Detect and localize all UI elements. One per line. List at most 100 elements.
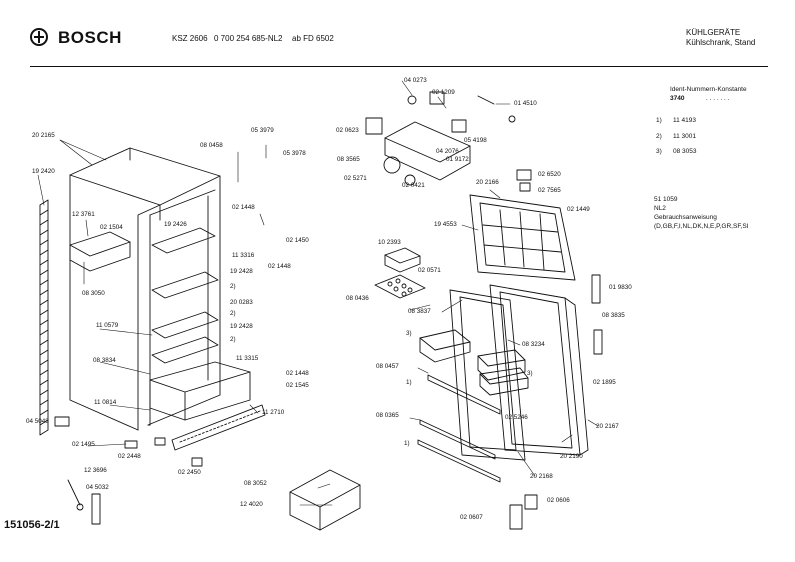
- header-divider: [30, 66, 768, 67]
- part-label: 3): [527, 370, 533, 377]
- part-label: 01 4510: [514, 100, 537, 107]
- part-label: 05 3979: [251, 127, 274, 134]
- part-label: 04 5048: [26, 418, 49, 425]
- part-label: 08 0436: [346, 295, 369, 302]
- gasket-strip: [39, 199, 49, 436]
- part-label: 08 3837: [408, 308, 431, 315]
- part-label: 08 3050: [82, 290, 105, 297]
- part-label: 1): [404, 440, 410, 447]
- part-label: 20 2168: [530, 473, 553, 480]
- manual-number: 51 1059: [654, 196, 678, 203]
- shelves: [151, 227, 219, 364]
- ident-title: Ident-Nummern-Konstante: [670, 86, 747, 93]
- part-label: 19 2428: [230, 323, 253, 330]
- model-number: KSZ 2606: [172, 34, 208, 43]
- part-label: 02 5246: [505, 414, 528, 421]
- part-label: 3): [406, 330, 412, 337]
- part-label: 2): [230, 283, 236, 290]
- part-label: 19 2428: [230, 268, 253, 275]
- part-label: 08 3835: [602, 312, 625, 319]
- part-label: 02 0607: [460, 514, 483, 521]
- part-label: 05 3978: [283, 150, 306, 157]
- part-label: 11 0579: [96, 322, 119, 329]
- small-clip: [54, 416, 70, 427]
- part-label: 02 1895: [593, 379, 616, 386]
- ident-dots: . . . . . . .: [706, 95, 730, 102]
- part-label: 19 2420: [32, 168, 55, 175]
- part-label: 02 0606: [547, 497, 570, 504]
- part-label: 20 2190: [560, 453, 583, 460]
- part-label: 08 0365: [376, 412, 399, 419]
- part-label: 02 2450: [178, 469, 201, 476]
- crisper-drawer: [149, 361, 251, 421]
- part-label: 02 7565: [538, 187, 561, 194]
- part-label: 02 1209: [432, 89, 455, 96]
- part-label: 04 2076: [436, 148, 459, 155]
- part-label: 02 0421: [402, 182, 425, 189]
- part-label: 19 4553: [434, 221, 457, 228]
- manual-title: Gebrauchsanweisung: [654, 214, 717, 221]
- part-label: 05 4198: [464, 137, 487, 144]
- ident-row-value: 11 4193: [673, 117, 697, 124]
- part-label: 02 0623: [336, 127, 359, 134]
- part-label: 02 1448: [286, 370, 309, 377]
- product-code: 0 700 254 685-NL2: [214, 34, 283, 43]
- part-label: 20 2166: [476, 179, 499, 186]
- part-label: 08 3234: [522, 341, 545, 348]
- category-subtitle: Kühlschrank, Stand: [686, 38, 756, 47]
- part-label: 02 1504: [100, 224, 123, 231]
- part-label: 01 9172: [446, 156, 469, 163]
- part-label: 08 3052: [244, 480, 267, 487]
- bosch-logo-icon: [30, 28, 48, 46]
- part-label: 20 0283: [230, 299, 253, 306]
- sensor: [67, 479, 101, 525]
- part-label: 04 0273: [404, 77, 427, 84]
- part-label: 02 0571: [418, 267, 441, 274]
- part-label: 11 0814: [94, 399, 117, 406]
- part-label: 02 1448: [268, 263, 291, 270]
- sheet-id: 151056-2/1: [4, 519, 60, 531]
- part-label: 08 0457: [376, 363, 399, 370]
- manual-languages: (D,GB,F,I,NL,DK,N,E,P,GR,SF,SI: [654, 223, 749, 230]
- bottom-grille: [171, 404, 266, 451]
- part-label: 02 1449: [567, 206, 590, 213]
- part-label: 11 3315: [236, 355, 259, 362]
- serial-range: ab FD 6502: [292, 34, 334, 43]
- ident-row-value: 08 3053: [673, 148, 697, 155]
- part-label: 02 1450: [286, 237, 309, 244]
- dairy-box: [289, 469, 361, 531]
- part-label: 08 3834: [93, 357, 116, 364]
- fridge-door: [489, 284, 589, 456]
- ice-tray: [69, 231, 131, 272]
- ident-row-key: 1): [656, 117, 662, 124]
- part-label: 04 5032: [86, 484, 109, 491]
- part-label: 12 4020: [240, 501, 263, 508]
- part-label: 10 2393: [378, 239, 401, 246]
- freezer-door: [469, 194, 576, 281]
- ident-row-key: 2): [656, 133, 662, 140]
- control-housing: [365, 91, 516, 186]
- part-label: 08 3565: [337, 156, 360, 163]
- part-label: 12 3761: [72, 211, 95, 218]
- part-label: 01 9830: [609, 284, 632, 291]
- part-label: 20 2165: [32, 132, 55, 139]
- part-label: 02 1545: [286, 382, 309, 389]
- part-label: 02 2448: [118, 453, 141, 460]
- ident-row-key: 3): [656, 148, 662, 155]
- part-label: 08 0458: [200, 142, 223, 149]
- part-label: 11 2710: [262, 409, 285, 416]
- part-label: 02 6520: [538, 171, 561, 178]
- part-label: 19 2426: [164, 221, 187, 228]
- brand-name: BOSCH: [58, 28, 122, 47]
- door-liner: [449, 289, 526, 461]
- part-label: 02 1495: [72, 441, 95, 448]
- part-label: 2): [230, 336, 236, 343]
- part-label: 20 2167: [596, 423, 619, 430]
- ident-row-value: 11 3001: [673, 133, 697, 140]
- part-label: 12 3696: [84, 467, 107, 474]
- egg-tray: [374, 274, 426, 299]
- part-label: 02 5271: [344, 175, 367, 182]
- manual-language: NL2: [654, 205, 666, 212]
- part-label: 2): [230, 310, 236, 317]
